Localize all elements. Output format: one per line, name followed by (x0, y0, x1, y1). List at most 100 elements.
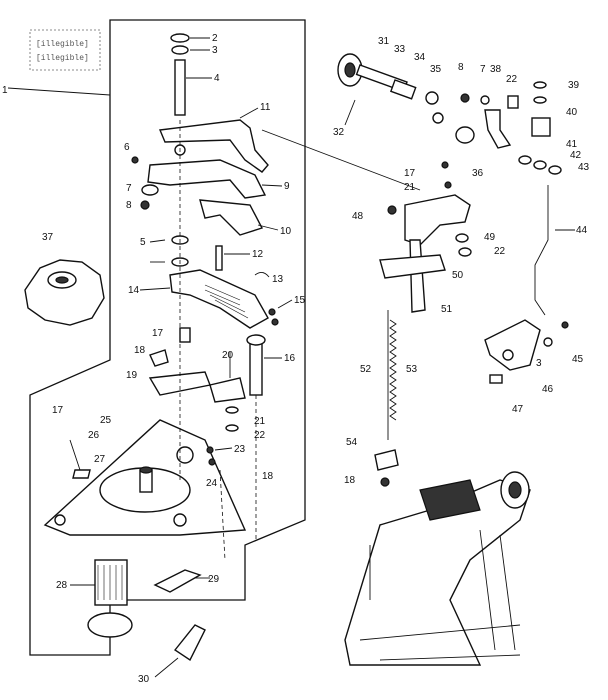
callout-29: 29 (208, 574, 220, 585)
arm-14 (169, 269, 269, 329)
callout-33: 33 (394, 44, 406, 55)
screw-6 (131, 156, 139, 164)
callout-5: 5 (140, 237, 146, 248)
screw-18b (380, 477, 390, 487)
link-50b (379, 254, 446, 279)
screw-45 (561, 321, 569, 329)
machine-sketch (344, 471, 531, 666)
callout-4: 4 (214, 73, 220, 84)
screw-15b (271, 318, 279, 326)
callout-54: 54 (346, 437, 358, 448)
callout-23: 23 (234, 444, 246, 455)
lever-38 (484, 109, 512, 149)
callout-3: 3 (212, 45, 218, 56)
callout-8: 8 (126, 200, 132, 211)
callout-22: 22 (254, 430, 266, 441)
spring-13 (254, 272, 270, 278)
callout-15: 15 (294, 295, 306, 306)
callout-18-lower: 18 (262, 471, 274, 482)
bracket-54 (374, 449, 399, 471)
arm-51 (409, 239, 426, 313)
callout-22-right-top: 22 (506, 74, 518, 85)
leader-1 (7, 87, 111, 96)
arm-14-hatch (204, 284, 249, 319)
washer-2 (170, 33, 190, 43)
callout-46: 46 (542, 384, 554, 395)
callout-11: 11 (260, 102, 271, 113)
callout-41: 41 (566, 139, 578, 150)
lever-50 (404, 194, 471, 246)
callout-42: 42 (570, 150, 582, 161)
callout-32: 32 (333, 127, 345, 138)
screw-18 (149, 349, 169, 367)
callout-45: 45 (572, 354, 584, 365)
callout-7-right: 7 (480, 64, 486, 75)
callout-6: 6 (124, 142, 130, 153)
callout-52: 52 (360, 364, 372, 375)
callout-49: 49 (484, 232, 496, 243)
roller-36 (455, 126, 475, 144)
clip-30 (173, 624, 206, 662)
callout-21: 21 (254, 416, 266, 427)
screw-47 (489, 374, 503, 384)
callout-14: 14 (128, 285, 140, 296)
screw-48 (387, 205, 397, 215)
callout-21-right: 21 (404, 182, 416, 193)
callout-20: 20 (222, 350, 234, 361)
clip-27 (72, 469, 91, 479)
callout-35: 35 (430, 64, 442, 75)
callout-18: 18 (134, 345, 146, 356)
callout-17-right: 17 (404, 168, 416, 179)
callout-53: 53 (406, 364, 418, 375)
pin-12 (215, 245, 223, 271)
bracket-46 (484, 319, 541, 371)
callout-10: 10 (280, 226, 292, 237)
callout-38: 38 (490, 64, 502, 75)
stamp-line-1: [illegible] (36, 40, 89, 49)
washer-21 (225, 406, 239, 414)
callout-7: 7 (126, 183, 132, 194)
callout-26: 26 (88, 430, 100, 441)
corner-stamp: [illegible] [illegible] (29, 29, 101, 71)
screw-22a (507, 95, 519, 109)
callout-2: 2 (212, 33, 218, 44)
callout-9: 9 (284, 181, 290, 192)
washer-3 (171, 45, 189, 55)
lever-11 (158, 119, 269, 173)
callout-28: 28 (56, 580, 68, 591)
callout-50: 50 (452, 270, 464, 281)
bracket-29 (153, 569, 202, 593)
shaft-16 (249, 339, 263, 396)
callout-34: 34 (414, 52, 426, 63)
callout-51: 51 (441, 304, 453, 315)
callout-37: 37 (42, 232, 54, 243)
callout-22-right: 22 (494, 246, 506, 257)
callout-30: 30 (138, 674, 150, 685)
callout-labels: 1 2 3 4 5 6 7 8 9 10 11 12 13 14 15 16 1… (2, 33, 590, 685)
shaft-group-31-35 (337, 53, 444, 124)
callout-19: 19 (126, 370, 138, 381)
screw-8 (140, 200, 150, 210)
callout-44: 44 (576, 225, 588, 236)
callout-43: 43 (578, 162, 590, 173)
screw-15a (268, 308, 276, 316)
callout-13: 13 (272, 274, 284, 285)
gear-28 (87, 559, 133, 638)
plate-10 (199, 199, 264, 236)
callout-39: 39 (568, 80, 580, 91)
callout-16: 16 (284, 353, 296, 364)
callout-8-right: 8 (458, 62, 464, 73)
callout-36: 36 (472, 168, 484, 179)
callout-17-lower: 17 (52, 405, 64, 416)
bracket-9 (147, 159, 267, 199)
washer-7 (141, 184, 159, 196)
block-40 (531, 117, 551, 137)
shaft-4 (174, 59, 186, 116)
callout-40: 40 (566, 107, 578, 118)
callout-3-right: 3 (536, 358, 542, 369)
callout-31: 31 (378, 36, 390, 47)
knob-37 (24, 259, 105, 326)
callout-17: 17 (152, 328, 164, 339)
callout-24: 24 (206, 478, 218, 489)
